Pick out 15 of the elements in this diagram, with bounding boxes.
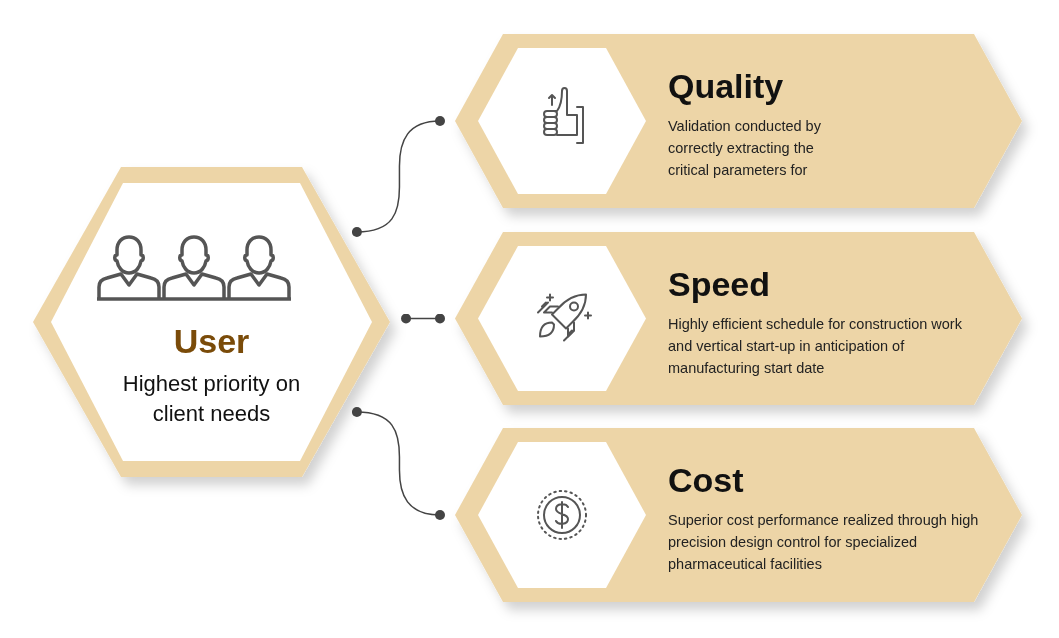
hexagon-node [455,232,1022,405]
node-description: Highly efficient schedule for construction work and vertical start-up in anticipation of manufacturing start date [668,314,963,378]
node-title: Quality [668,67,784,106]
hexagon-node [455,428,1022,602]
node-description: Superior cost performance realized through high precision design control for specialized pharmaceutical facilities [668,511,980,574]
node-title: User [172,322,251,361]
connector-line [401,313,445,324]
hexagon-node [455,34,1022,208]
hexagon-node [33,167,390,477]
node-title: Speed [668,264,771,304]
connector-line [351,407,445,520]
node-title: Cost [668,461,744,500]
node-description: Highest priority on client needs [121,370,302,428]
connector-line [351,116,445,237]
node-description: Validation conducted by correctly extracting the critical parameters for [668,117,822,180]
